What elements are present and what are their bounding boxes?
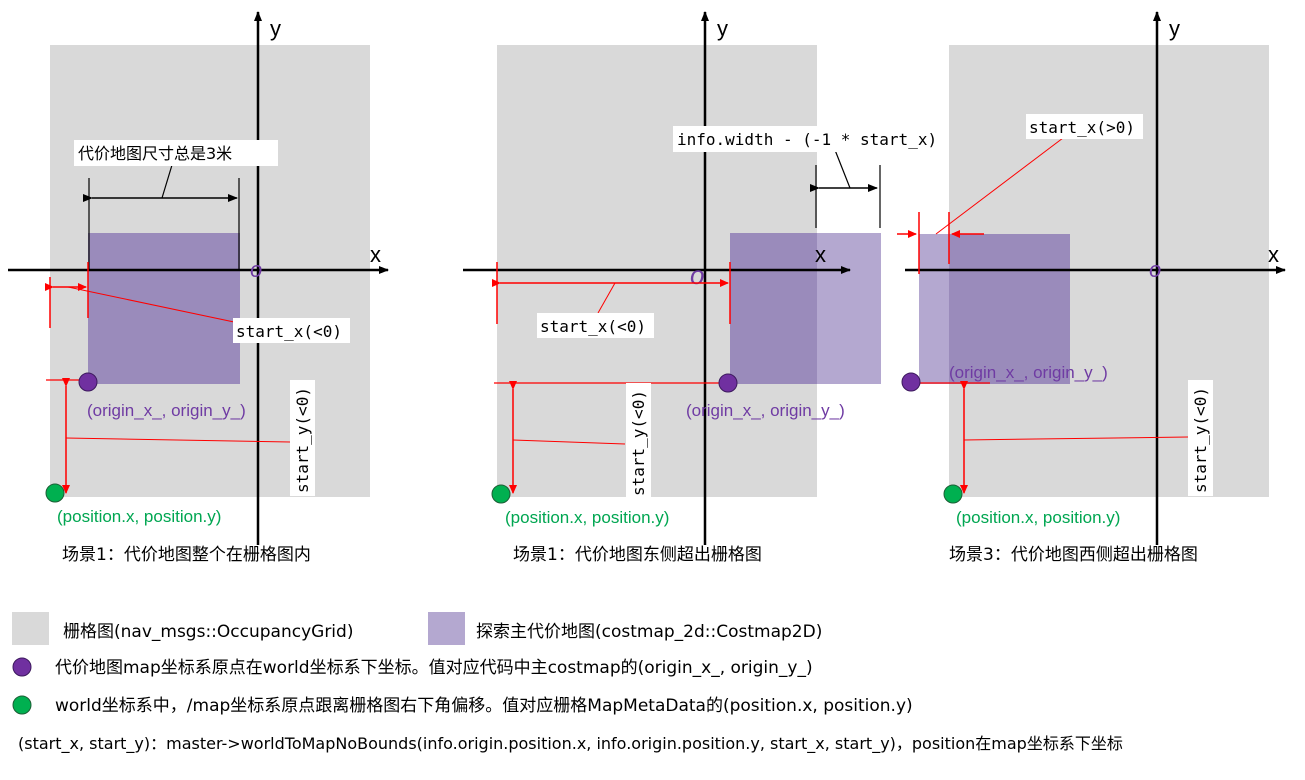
scene2-starty-leader — [512, 439, 626, 445]
scene1-size-label-bg — [74, 140, 278, 166]
scene2-origin-point — [718, 373, 738, 393]
scene1-position-point — [45, 483, 65, 503]
scene3-costmap-outside — [919, 234, 949, 384]
legend-purple-desc: 代价地图map坐标系原点在world坐标系下坐标。值对应代码中主costmap的… — [55, 658, 813, 678]
scene2-startx-label-bg — [537, 313, 654, 338]
scene1-origin-point-label: (origin_x_, origin_y_) — [87, 401, 246, 420]
scene2-caption: 场景1：代价地图东侧超出栅格图 — [513, 545, 762, 565]
scene3-origin-label: o — [1149, 257, 1161, 282]
scene1-y-label: y — [270, 16, 281, 41]
legend-costmap-swatch — [428, 612, 465, 645]
scene3-starty-label-bg — [1188, 380, 1213, 496]
scene2-startx-label: start_x(<0) — [540, 317, 646, 336]
scene2-costmap-outside — [817, 233, 881, 384]
scene2-startx-leader — [597, 282, 616, 314]
scene2-width-label: info.width - (-1 * start_x) — [677, 130, 937, 149]
scene2-panel: x y o info.width - (-1 * start_x) start_… — [463, 11, 961, 565]
scene2-width-leader — [834, 149, 851, 189]
scene2-x-label: x — [815, 242, 826, 267]
scene2-width-label-bg — [673, 126, 961, 152]
legend-grid-label: 栅格图(nav_msgs::OccupancyGrid) — [63, 622, 353, 642]
scene3-y-label: y — [1169, 16, 1180, 41]
scene1-size-leader — [161, 164, 173, 199]
scene2-position-point — [491, 484, 511, 504]
scene2-costmap-inside — [730, 233, 817, 384]
scene1-origin-label: o — [250, 257, 262, 282]
scene3-position-label: (position.x, position.y) — [956, 508, 1120, 527]
scene1-x-label: x — [370, 242, 381, 267]
scene1-startx-label: start_x(<0) — [236, 322, 342, 341]
scene1-startx-leader — [67, 286, 235, 323]
scene3-position-point — [943, 484, 963, 504]
scene2-starty-label: start_y(<0) — [629, 390, 648, 496]
scene3-starty-label: start_y(<0) — [1191, 387, 1210, 493]
scene3-panel: x y o start_x(>0) start_y(<0) (origin_x_… — [897, 11, 1286, 565]
scene3-costmap-inside — [949, 234, 1070, 384]
legend-costmap-label: 探索主代价地图(costmap_2d::Costmap2D) — [476, 622, 822, 642]
scene3-origin-point-label: (origin_x_, origin_y_) — [949, 363, 1108, 382]
scene1-starty-leader — [65, 437, 291, 443]
scene1-panel: x y o 代价地图尺寸总是3米 start_x(<0) start_y(<0)… — [8, 11, 389, 565]
scene2-starty-label-bg — [626, 383, 651, 499]
scene1-costmap — [88, 233, 240, 384]
legend-green-desc: world坐标系中，/map坐标系原点跟离栅格图右下角偏移。值对应栅格MapMe… — [55, 696, 913, 716]
legend: 栅格图(nav_msgs::OccupancyGrid) 探索主代价地图(cos… — [12, 612, 1123, 754]
scene1-origin-point — [78, 372, 98, 392]
scene1-starty-label-bg — [290, 380, 315, 496]
legend-green-dot — [12, 695, 32, 715]
legend-formula: (start_x, start_y)：master->worldToMapNoB… — [18, 734, 1123, 754]
scene2-origin-point-label: (origin_x_, origin_y_) — [686, 401, 845, 420]
legend-purple-dot — [12, 657, 32, 677]
scene3-caption: 场景3：代价地图西侧超出栅格图 — [949, 545, 1198, 565]
scene1-starty-label: start_y(<0) — [293, 387, 312, 493]
scene1-caption: 场景1：代价地图整个在栅格图内 — [62, 545, 311, 565]
scene1-position-label: (position.x, position.y) — [57, 507, 221, 526]
scene3-startx-leader — [935, 137, 1064, 235]
scene1-size-label: 代价地图尺寸总是3米 — [78, 144, 232, 163]
scene3-startx-label-bg — [1026, 114, 1143, 139]
scene1-startx-label-bg — [233, 318, 350, 343]
scene3-origin-point — [901, 372, 921, 392]
scene3-x-label: x — [1268, 242, 1279, 267]
scene3-starty-leader — [963, 436, 1189, 441]
legend-grid-swatch — [12, 612, 49, 645]
scene2-origin-label: o — [690, 260, 704, 290]
scene2-y-label: y — [717, 16, 728, 41]
scene3-startx-label: start_x(>0) — [1029, 118, 1135, 137]
scene2-position-label: (position.x, position.y) — [505, 508, 669, 527]
